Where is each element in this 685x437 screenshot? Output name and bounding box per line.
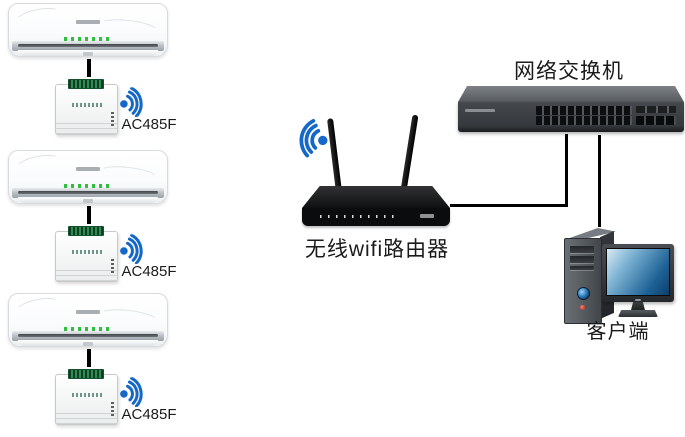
air-conditioner-image bbox=[8, 150, 168, 204]
terminal-block bbox=[68, 79, 104, 89]
terminal-block bbox=[68, 369, 104, 379]
module-label: AC485F bbox=[121, 263, 177, 280]
router-antenna-right bbox=[400, 114, 419, 195]
wifi-signal-icon bbox=[120, 233, 143, 265]
ac-logo bbox=[76, 310, 100, 314]
ac-group-2: AC485F bbox=[0, 150, 185, 292]
monitor-screen bbox=[606, 248, 670, 296]
reset-button bbox=[580, 305, 585, 310]
drive-bay bbox=[570, 256, 594, 263]
cable-router-to-switch-horizontal bbox=[450, 204, 567, 207]
ac-vent-band bbox=[12, 188, 164, 198]
air-conditioner-image bbox=[8, 3, 168, 57]
wifi-signal-icon bbox=[120, 86, 143, 118]
terminal-block bbox=[68, 226, 104, 236]
power-button bbox=[577, 287, 590, 300]
cable-router-to-switch-vertical bbox=[565, 134, 568, 207]
monitor-stand-neck bbox=[631, 302, 645, 310]
network-switch-image bbox=[458, 86, 684, 138]
wifi-router-image bbox=[288, 112, 460, 232]
router-antenna-left bbox=[327, 118, 342, 193]
cable-ac-to-module bbox=[87, 349, 91, 367]
wifi-signal-icon bbox=[120, 376, 143, 408]
controller-module-image bbox=[55, 369, 118, 425]
ac-logo bbox=[76, 20, 100, 24]
module-print bbox=[71, 393, 102, 397]
ac-led-display bbox=[64, 37, 112, 41]
module-print bbox=[71, 250, 102, 254]
cable-ac-to-module bbox=[87, 59, 91, 77]
ac-led-display bbox=[64, 327, 112, 331]
router-port-label bbox=[420, 214, 434, 218]
air-conditioner-image bbox=[8, 293, 168, 347]
ac-led-display bbox=[64, 184, 112, 188]
switch-front-face bbox=[458, 102, 684, 132]
ac-group-3: AC485F bbox=[0, 293, 185, 435]
tower-front-face bbox=[564, 238, 602, 324]
router-label: 无线wifi路由器 bbox=[304, 238, 450, 261]
cable-switch-to-client bbox=[598, 135, 601, 227]
monitor-frame bbox=[602, 244, 674, 302]
switch-port-row-top bbox=[536, 106, 632, 115]
floral-decoration bbox=[13, 294, 63, 321]
floral-decoration bbox=[13, 151, 63, 178]
router-body-front bbox=[302, 208, 450, 226]
monitor-stand-base bbox=[618, 310, 658, 317]
floral-decoration bbox=[13, 4, 63, 31]
ac-logo bbox=[76, 167, 100, 171]
switch-label: 网络交换机 bbox=[514, 60, 624, 83]
client-label: 客户端 bbox=[586, 321, 650, 343]
switch-top-face bbox=[458, 86, 684, 102]
switch-port-row-bottom bbox=[536, 116, 632, 125]
drive-bay bbox=[570, 246, 594, 253]
wifi-signal-icon bbox=[299, 119, 328, 158]
switch-sfp-ports bbox=[636, 116, 676, 125]
module-label: AC485F bbox=[121, 406, 177, 423]
switch-brand-print bbox=[465, 109, 495, 112]
ac-group-1: AC485F bbox=[0, 3, 185, 145]
cable-ac-to-module bbox=[87, 206, 91, 224]
controller-module-image bbox=[55, 79, 118, 135]
ac-vent-band bbox=[12, 331, 164, 341]
module-print bbox=[71, 103, 102, 107]
router-led-row bbox=[320, 215, 398, 218]
drive-bay bbox=[570, 266, 594, 270]
router-body-top bbox=[302, 186, 450, 208]
controller-module-image bbox=[55, 226, 118, 282]
module-label: AC485F bbox=[121, 116, 177, 133]
ac-vent-band bbox=[12, 41, 164, 51]
client-computer-image bbox=[558, 228, 685, 338]
switch-uplink-modules bbox=[636, 106, 676, 113]
